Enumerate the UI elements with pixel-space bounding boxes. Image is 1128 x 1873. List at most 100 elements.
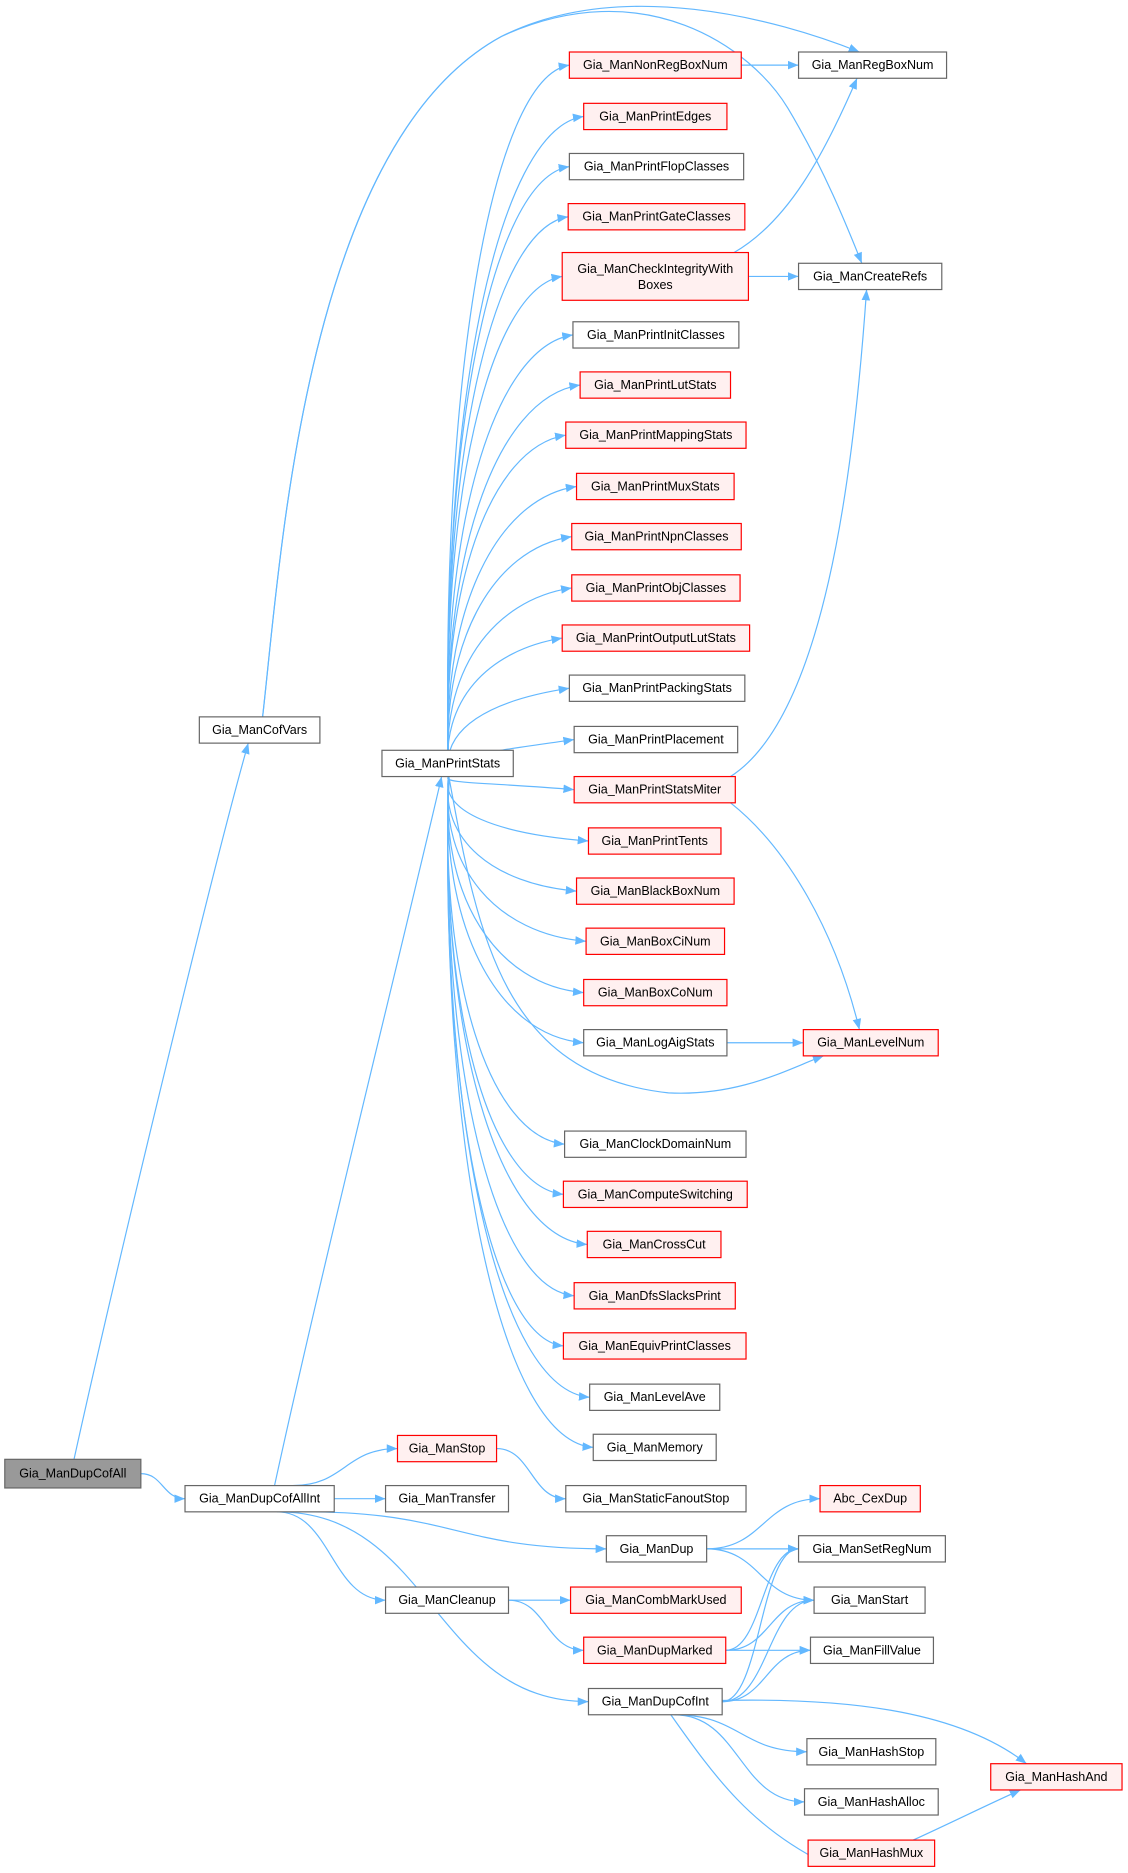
node-staticfanout[interactable]: Gia_ManStaticFanoutStop: [565, 1484, 747, 1513]
node-combmark[interactable]: Gia_ManCombMarkUsed: [569, 1586, 742, 1614]
edge-dupcofint-to-hashstop: [674, 1714, 807, 1757]
node-stop[interactable]: Gia_ManStop: [396, 1434, 498, 1463]
node-label: Gia_ManPrintFlopClasses: [584, 160, 729, 174]
node-label: Gia_ManEquivPrintClasses: [579, 1339, 731, 1353]
node-cleanup[interactable]: Gia_ManCleanup: [384, 1586, 510, 1614]
node-printobj[interactable]: Gia_ManPrintObjClasses: [571, 574, 741, 602]
node-printplacement[interactable]: Gia_ManPrintPlacement: [573, 725, 739, 754]
node-levelnum[interactable]: Gia_ManLevelNum: [802, 1029, 939, 1057]
node-label: Gia_ManBlackBoxNum: [591, 884, 720, 898]
edge-printstats-to-boxconum: [447, 776, 584, 996]
edge-dupcofint-to-hashalloc: [674, 1714, 805, 1807]
edge-dupcofallint-to-dup: [304, 1511, 607, 1554]
node-dupmarked[interactable]: Gia_ManDupMarked: [583, 1636, 727, 1665]
edge-printstats-to-boxcinum: [447, 776, 587, 945]
node-label: Gia_ManHashAlloc: [818, 1795, 925, 1809]
node-boxcinum[interactable]: Gia_ManBoxCiNum: [585, 927, 726, 956]
node-printgate[interactable]: Gia_ManPrintGateClasses: [567, 203, 746, 231]
node-box: [184, 1484, 335, 1513]
node-label-line2: Boxes: [638, 278, 673, 292]
node-label: Gia_ManSetRegNum: [812, 1542, 931, 1556]
node-label: Gia_ManDupCofAllInt: [199, 1492, 321, 1506]
node-start[interactable]: Gia_ManStart: [813, 1586, 926, 1614]
node-box: [797, 262, 943, 291]
edge-dupcofint-to-start: [722, 1595, 815, 1703]
edge-dup-to-cexdup: [706, 1494, 821, 1550]
edge-printstats-to-crosscut: [447, 776, 588, 1248]
node-label: Gia_ManStaticFanoutStop: [583, 1492, 730, 1506]
node-label: Gia_ManHashMux: [820, 1846, 924, 1860]
node-hashand[interactable]: Gia_ManHashAnd: [990, 1763, 1123, 1791]
node-hashmux[interactable]: Gia_ManHashMux: [807, 1839, 936, 1867]
node-box: [589, 1383, 721, 1411]
node-nonregboxnum[interactable]: Gia_ManNonRegBoxNum: [568, 51, 742, 79]
node-computesw[interactable]: Gia_ManComputeSwitching: [562, 1180, 748, 1209]
node-label: Abc_CexDup: [833, 1492, 907, 1506]
node-levelave[interactable]: Gia_ManLevelAve: [589, 1383, 721, 1411]
node-setregnum[interactable]: Gia_ManSetRegNum: [797, 1535, 946, 1563]
node-boxconum[interactable]: Gia_ManBoxCoNum: [583, 978, 728, 1007]
edge-printstats-to-printedges: [447, 113, 584, 777]
node-box: [587, 827, 722, 855]
node-label: Gia_ManRegBoxNum: [812, 58, 934, 72]
node-box: [4, 1458, 142, 1489]
node-cofvars[interactable]: Gia_ManCofVars: [198, 716, 321, 744]
edge-printstats-to-memory: [447, 776, 594, 1451]
node-crosscut[interactable]: Gia_ManCrossCut: [586, 1230, 722, 1259]
node-box: [573, 775, 736, 804]
edge-printstats-to-logaig: [447, 776, 584, 1047]
node-printinit[interactable]: Gia_ManPrintInitClasses: [572, 321, 740, 349]
node-label: Gia_ManPrintInitClasses: [587, 328, 725, 342]
node-printstats[interactable]: Gia_ManPrintStats: [381, 749, 514, 778]
node-box: [568, 152, 745, 181]
node-dup[interactable]: Gia_ManDup: [605, 1535, 708, 1563]
node-printmux[interactable]: Gia_ManPrintMuxStats: [575, 472, 735, 501]
node-label: Gia_ManDupCofInt: [602, 1695, 710, 1709]
node-box: [806, 1738, 937, 1766]
node-memory[interactable]: Gia_ManMemory: [592, 1433, 717, 1462]
node-hashalloc[interactable]: Gia_ManHashAlloc: [803, 1788, 939, 1816]
edge-dupcofall-to-cofvars: [73, 742, 250, 1460]
node-printmiter[interactable]: Gia_ManPrintStatsMiter: [573, 775, 736, 804]
node-label: Gia_ManPrintMuxStats: [591, 479, 720, 493]
node-regboxnum[interactable]: Gia_ManRegBoxNum: [797, 51, 948, 79]
node-label: Gia_ManPrintLutStats: [594, 378, 716, 392]
node-dupcofint[interactable]: Gia_ManDupCofInt: [587, 1687, 723, 1716]
node-logaig[interactable]: Gia_ManLogAigStats: [583, 1029, 728, 1057]
node-printedges[interactable]: Gia_ManPrintEdges: [583, 102, 728, 131]
node-printnpn[interactable]: Gia_ManPrintNpnClasses: [571, 522, 742, 551]
node-box: [573, 1282, 736, 1310]
node-box: [583, 1636, 727, 1665]
node-printlut[interactable]: Gia_ManPrintLutStats: [579, 371, 732, 399]
edge-printstats-to-checkint: [447, 273, 563, 777]
node-fillvalue[interactable]: Gia_ManFillValue: [809, 1636, 935, 1665]
node-printpacking[interactable]: Gia_ManPrintPackingStats: [568, 674, 746, 702]
node-blackboxnum[interactable]: Gia_ManBlackBoxNum: [575, 877, 735, 905]
node-printoutlut[interactable]: Gia_ManPrintOutputLutStats: [561, 624, 751, 652]
node-label: Gia_ManBoxCiNum: [600, 934, 711, 948]
edge-printstats-to-levelnum: [448, 776, 824, 1094]
node-clockdomain[interactable]: Gia_ManClockDomainNum: [564, 1130, 747, 1158]
node-printmapping[interactable]: Gia_ManPrintMappingStats: [565, 421, 747, 449]
node-hashstop[interactable]: Gia_ManHashStop: [806, 1738, 937, 1766]
node-printtents[interactable]: Gia_ManPrintTents: [587, 827, 722, 855]
node-equivprint[interactable]: Gia_ManEquivPrintClasses: [562, 1332, 747, 1360]
node-dfsslacks[interactable]: Gia_ManDfsSlacksPrint: [573, 1282, 736, 1310]
edge-dupcofall-to-dupcofallint: [140, 1473, 186, 1503]
node-cexdup[interactable]: Abc_CexDup: [819, 1484, 921, 1513]
edge-printstats-to-printtents: [447, 776, 589, 845]
node-createrefs[interactable]: Gia_ManCreateRefs: [797, 262, 943, 291]
edge-cleanup-to-dupmarked: [508, 1599, 584, 1655]
edge-printstats-to-clockdomain: [447, 776, 565, 1148]
node-dupcofallint[interactable]: Gia_ManDupCofAllInt: [184, 1484, 335, 1513]
node-box: [571, 522, 742, 551]
node-label: Gia_ManLogAigStats: [596, 1036, 714, 1050]
node-transfer[interactable]: Gia_ManTransfer: [384, 1484, 510, 1513]
edge-printstats-to-printinit: [447, 332, 574, 777]
node-printflop[interactable]: Gia_ManPrintFlopClasses: [568, 152, 745, 181]
node-box: [562, 1332, 747, 1360]
node-dupcofall[interactable]: Gia_ManDupCofAll: [4, 1458, 142, 1489]
node-label: Gia_ManLevelAve: [604, 1390, 706, 1404]
node-box: [807, 1839, 936, 1867]
